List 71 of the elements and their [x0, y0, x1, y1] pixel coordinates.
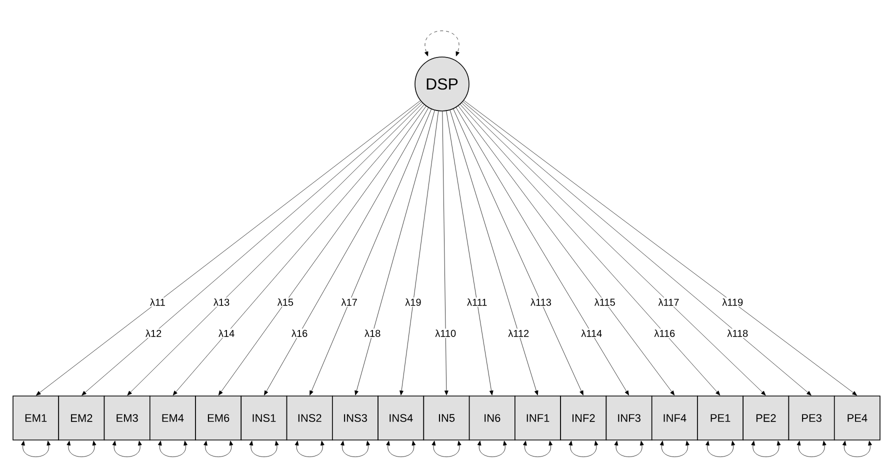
edge-label: λ110	[434, 328, 458, 338]
variance-loop	[424, 30, 460, 56]
loading-arrow	[310, 109, 432, 396]
indicator-box: EM1	[12, 396, 60, 440]
edge-label: λ17	[340, 298, 358, 307]
indicator-box: INS1	[240, 396, 288, 440]
loading-arrow	[218, 106, 426, 396]
error-variance-loop	[66, 440, 96, 458]
indicator-box: PE3	[788, 396, 835, 440]
error-variance-loop	[340, 440, 370, 458]
edge-label: λ15	[276, 297, 294, 307]
indicator-box: EM3	[104, 396, 150, 440]
indicator-box: PE1	[697, 396, 744, 440]
edge-label: λ11	[148, 298, 166, 307]
error-variance-loop	[21, 440, 51, 458]
edge-label: λ119	[721, 297, 744, 307]
indicator-box: INS2	[286, 396, 333, 440]
indicator-box: IN5	[423, 396, 470, 440]
indicator-box: INF4	[651, 396, 698, 440]
loading-arrow	[400, 110, 439, 396]
indicator-box: INF2	[560, 396, 607, 440]
indicator-box: INF1	[514, 396, 561, 440]
error-variance-loop	[796, 440, 826, 458]
edge-label: λ115	[593, 297, 616, 307]
edge-label: λ114	[580, 328, 604, 338]
loading-arrow	[458, 106, 675, 396]
indicator-box: PE2	[742, 396, 790, 440]
error-variance-loop	[660, 440, 690, 458]
loading-arrow	[456, 107, 629, 396]
edge-label: λ111	[466, 298, 488, 307]
error-variance-loop	[112, 440, 142, 458]
error-variance-loop	[386, 440, 416, 458]
edge-label: λ14	[218, 328, 236, 338]
edge-label: λ113	[530, 297, 552, 307]
loading-arrow	[450, 110, 538, 396]
loading-arrow	[172, 104, 424, 396]
indicator-box: INF3	[606, 396, 652, 440]
error-variance-loop	[842, 440, 872, 458]
error-variance-loop	[204, 440, 234, 458]
error-variance-loop	[432, 440, 462, 458]
loading-arrow	[442, 111, 448, 396]
error-variance-loop	[706, 440, 736, 458]
loading-arrow	[354, 110, 435, 396]
error-variance-loop	[249, 440, 279, 458]
indicator-box: PE4	[834, 396, 880, 440]
edge-label: λ116	[653, 328, 676, 338]
error-variance-loop	[294, 440, 324, 458]
edge-label: λ13	[212, 297, 231, 307]
edge-label: λ19	[404, 297, 422, 307]
indicator-box: INS4	[378, 396, 424, 440]
edge-label: λ12	[144, 328, 163, 338]
error-variance-loop	[568, 440, 598, 458]
indicator-box: EM6	[195, 396, 242, 440]
loading-arrow	[460, 104, 720, 396]
error-variance-loop	[751, 440, 781, 458]
error-variance-loop	[523, 440, 553, 458]
loading-arrow	[453, 108, 584, 396]
loading-arrow	[264, 108, 429, 396]
indicator-box: EM4	[150, 396, 196, 440]
edge-label: λ18	[364, 328, 382, 338]
indicator-box: EM2	[58, 396, 105, 440]
loading-arrow	[446, 110, 494, 396]
error-variance-loop	[477, 440, 507, 458]
indicator-box: IN6	[468, 396, 516, 440]
error-variance-loop	[614, 440, 644, 458]
error-variance-loop	[158, 440, 188, 458]
edge-label: λ112	[507, 328, 530, 338]
edge-label: λ16	[290, 328, 309, 338]
edge-label: λ117	[657, 298, 680, 307]
indicator-box: INS3	[332, 396, 378, 440]
edge-label: λ118	[726, 328, 750, 338]
